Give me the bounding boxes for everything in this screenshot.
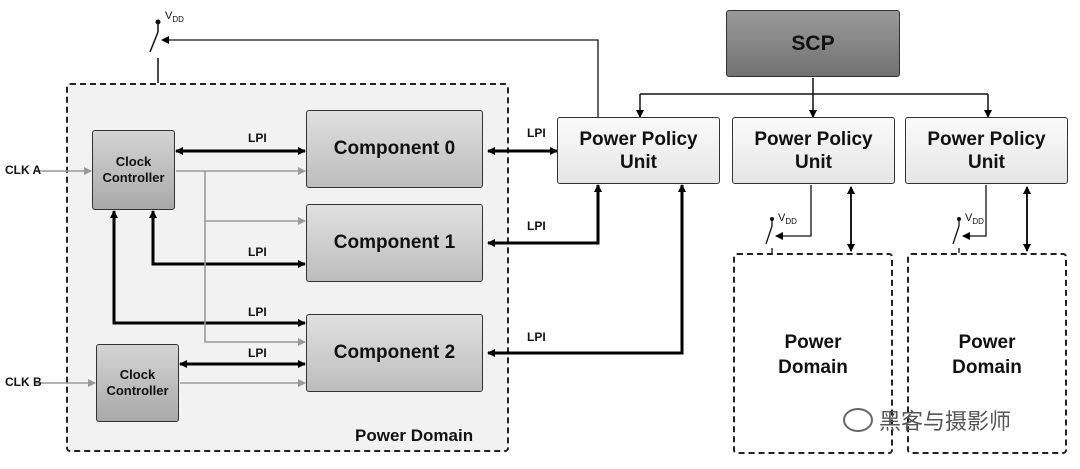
- clock-lines: [36, 167, 306, 387]
- lpi-link-ppu-comp1: [487, 184, 602, 247]
- lpi-link-clkctrl-comp2: [110, 210, 306, 327]
- power-domain-line1: Power: [784, 332, 842, 353]
- lpi-label: LPI: [248, 131, 267, 145]
- wechat-icon: [843, 408, 873, 432]
- watermark: 黑客与摄影师: [843, 404, 1011, 436]
- watermark-text: 黑客与摄影师: [879, 409, 1012, 434]
- power-domain-label-1: Power Domain: [733, 330, 893, 380]
- vdd-text: V: [165, 10, 173, 22]
- lpi-label: LPI: [527, 126, 546, 140]
- vdd-switch-right-2: [952, 185, 987, 253]
- power-domain-line2: Domain: [778, 357, 848, 378]
- component-label: Component 0: [333, 138, 456, 159]
- power-domain-line2: Domain: [952, 357, 1022, 378]
- power-domain-label-2: Power Domain: [907, 330, 1067, 380]
- component-0: Component 0: [306, 110, 483, 188]
- power-domain-main-label: Power Domain: [355, 426, 474, 445]
- clock-controller-line2: Controller: [106, 383, 169, 398]
- vdd-text: V: [778, 212, 786, 224]
- clk-b-label: CLK B: [5, 375, 42, 389]
- ppu-label-line1: Power Policy: [754, 128, 873, 150]
- lpi-label: LPI: [248, 346, 267, 360]
- vdd-label-right-2: VDD: [965, 212, 984, 226]
- vdd-subscript: DD: [972, 217, 984, 227]
- power-domain-line1: Power: [958, 332, 1016, 353]
- clock-controller-b: Clock Controller: [96, 344, 179, 422]
- vdd-subscript: DD: [785, 217, 797, 227]
- vdd-text: V: [965, 212, 973, 224]
- lpi-link-ppu-comp2: [487, 184, 686, 357]
- component-label: Component 1: [333, 232, 456, 253]
- vdd-label-right-1: VDD: [778, 212, 797, 226]
- clock-controller-a: Clock Controller: [92, 130, 175, 210]
- clk-a-label: CLK A: [5, 163, 42, 177]
- ppu-label-line1: Power Policy: [579, 128, 698, 150]
- clock-controller-line2: Controller: [102, 170, 165, 185]
- component-1: Component 1: [306, 204, 483, 282]
- clock-controller-line1: Clock: [115, 154, 152, 169]
- power-policy-unit-2: Power Policy Unit: [905, 117, 1068, 184]
- ppu-label-line2: Unit: [795, 151, 832, 173]
- vdd-control-line: [161, 36, 599, 117]
- lpi-label: LPI: [527, 330, 546, 344]
- ppu-label-line2: Unit: [968, 151, 1005, 173]
- ppu-label-line2: Unit: [620, 151, 657, 173]
- lpi-label: LPI: [527, 219, 546, 233]
- lpi-link-clkctrl-comp1: [149, 210, 306, 268]
- scp-block: SCP: [726, 10, 900, 77]
- lpi-label: LPI: [248, 245, 267, 259]
- power-domain-right-2: [907, 253, 1067, 454]
- lpi-label: LPI: [248, 305, 267, 319]
- scp-bus: [636, 78, 992, 118]
- vdd-label-main: VDD: [165, 10, 184, 24]
- power-policy-unit-0: Power Policy Unit: [557, 117, 720, 184]
- component-label: Component 2: [333, 342, 456, 363]
- power-policy-unit-1: Power Policy Unit: [732, 117, 895, 184]
- clock-controller-line1: Clock: [119, 367, 156, 382]
- scp-label: SCP: [791, 31, 835, 55]
- vdd-switch-main: [149, 24, 159, 83]
- ppu-label-line1: Power Policy: [927, 128, 1046, 150]
- vdd-subscript: DD: [172, 15, 184, 25]
- component-2: Component 2: [306, 314, 483, 392]
